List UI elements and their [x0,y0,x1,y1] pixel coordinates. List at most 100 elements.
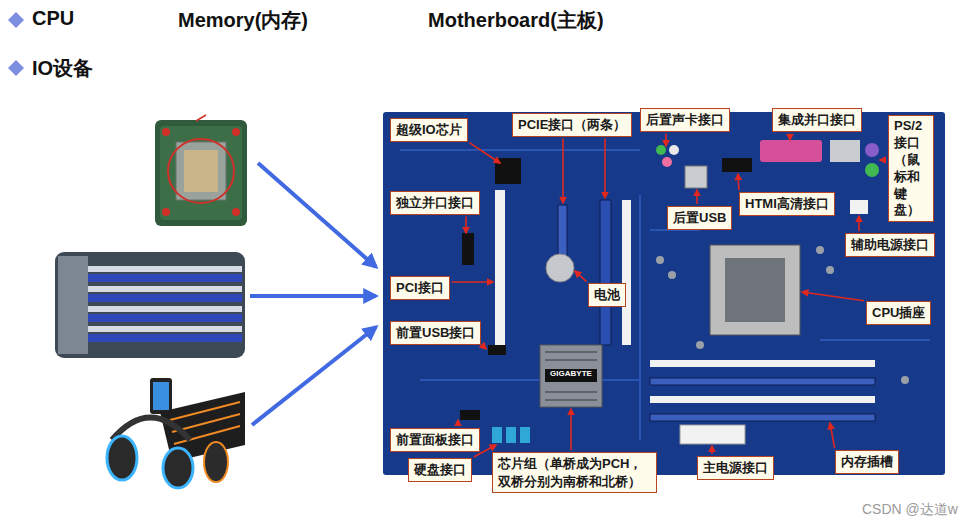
motherboard-photo [546,254,574,282]
callout-box: 后置USB [667,206,732,230]
leader-line [562,139,564,203]
cpu-photo [155,120,247,226]
memory-photo [55,252,245,358]
callout-box: 芯片组（单桥成为PCH，双桥分别为南桥和北桥） [492,452,657,493]
bullet-diamond [8,12,24,28]
cpu-photo [168,139,234,203]
cpu-photo [162,128,170,136]
motherboard-photo [696,341,704,349]
motherboard-photo [650,360,875,367]
motherboard-photo [495,190,505,345]
motherboard-photo [668,271,676,279]
callout-box: 前置USB接口 [390,321,481,345]
callout-label: 主电源接口 [703,459,768,477]
motherboard-photo [669,145,679,155]
bullet-diamond [8,60,24,76]
callout-label: 独立并口接口 [396,194,474,212]
callout-label: 电池 [594,286,620,304]
callout-label: 集成并口接口 [778,111,856,129]
callout-label: 超级IO芯片 [396,121,462,139]
callout-box: 内存插槽 [835,450,899,474]
memory-photo [88,286,242,292]
cpu-photo [176,142,226,200]
memory-photo [88,266,242,272]
leader-line [858,216,860,231]
motherboard-photo [710,245,800,335]
blue-arrow [250,163,376,425]
io-devices-photo [153,382,169,410]
leader-line [711,446,713,454]
callout-label: 芯片组（单桥成为PCH，双桥分别为南桥和北桥） [498,455,651,490]
leader-line [830,423,835,448]
motherboard-photo [901,376,909,384]
motherboard-photo [520,427,530,443]
motherboard-photo [826,266,834,274]
motherboard-photo [650,396,875,403]
leader-line [465,217,467,233]
callout-label: CPU插座 [872,304,925,322]
io-devices-photo [204,442,228,482]
callout-label: PCIE接口（两条） [518,116,626,134]
leader-line [469,143,500,163]
io-devices-photo [107,378,245,488]
callout-box: PS/2接口（鼠标和键盘） [888,115,934,222]
leader-line [696,190,698,204]
callout-box: 电池 [588,283,626,307]
heading-item: Motherboard(主板) [428,7,604,34]
callout-box: 超级IO芯片 [390,118,468,142]
leader-line [880,159,886,161]
io-devices-photo [150,378,172,414]
callout-box: 前置面板接口 [390,428,480,452]
motherboard-photo [545,369,597,382]
motherboard-photo [722,158,752,172]
callout-label: 辅助电源接口 [851,236,929,254]
callout-label: HTMI高清接口 [745,195,829,213]
callout-box: HTMI高清接口 [739,192,835,216]
memory-photo [88,314,242,322]
cpu-photo [160,126,242,220]
callout-label: 后置USB [673,209,726,227]
motherboard-photo [830,140,860,162]
callout-box: 硬盘接口 [408,458,472,482]
callout-box: 主电源接口 [697,456,774,480]
callout-label: 前置面板接口 [396,431,474,449]
memory-photo [88,274,242,282]
motherboard-photo [760,140,822,162]
cpu-photo [196,115,206,121]
motherboard-photo [622,200,631,345]
motherboard-photo [462,233,474,265]
leader-line [452,281,493,283]
callout-box: PCIE接口（两条） [512,113,632,137]
heading-item: CPU [32,7,74,30]
memory-photo [88,326,242,332]
memory-photo [55,252,245,358]
memory-photo [88,334,242,342]
io-devices-photo [163,448,193,488]
callout-label: PS/2接口（鼠标和键盘） [894,118,928,219]
cpu-photo [155,115,247,226]
leader-line [789,134,791,140]
motherboard-photo [600,200,611,345]
leader-line [575,271,587,282]
callout-label: 后置声卡接口 [646,111,724,129]
motherboard-photo [650,378,875,385]
callout-label: 内存插槽 [841,453,893,471]
motherboard-photo [460,410,480,420]
callout-box: PCI接口 [390,276,450,300]
motherboard-photo [685,166,707,188]
memory-photo [88,306,242,312]
callout-box: 独立并口接口 [390,191,480,215]
watermark: CSDN @达道w [862,501,958,519]
leader-line [665,134,667,146]
memory-photo [58,256,88,354]
heading-item: Memory(内存) [178,7,308,34]
motherboard-photo [662,157,672,167]
leader-line [802,292,864,301]
callout-label: PCI接口 [396,279,444,297]
cpu-photo [184,150,218,192]
callout-box: CPU插座 [866,301,931,325]
